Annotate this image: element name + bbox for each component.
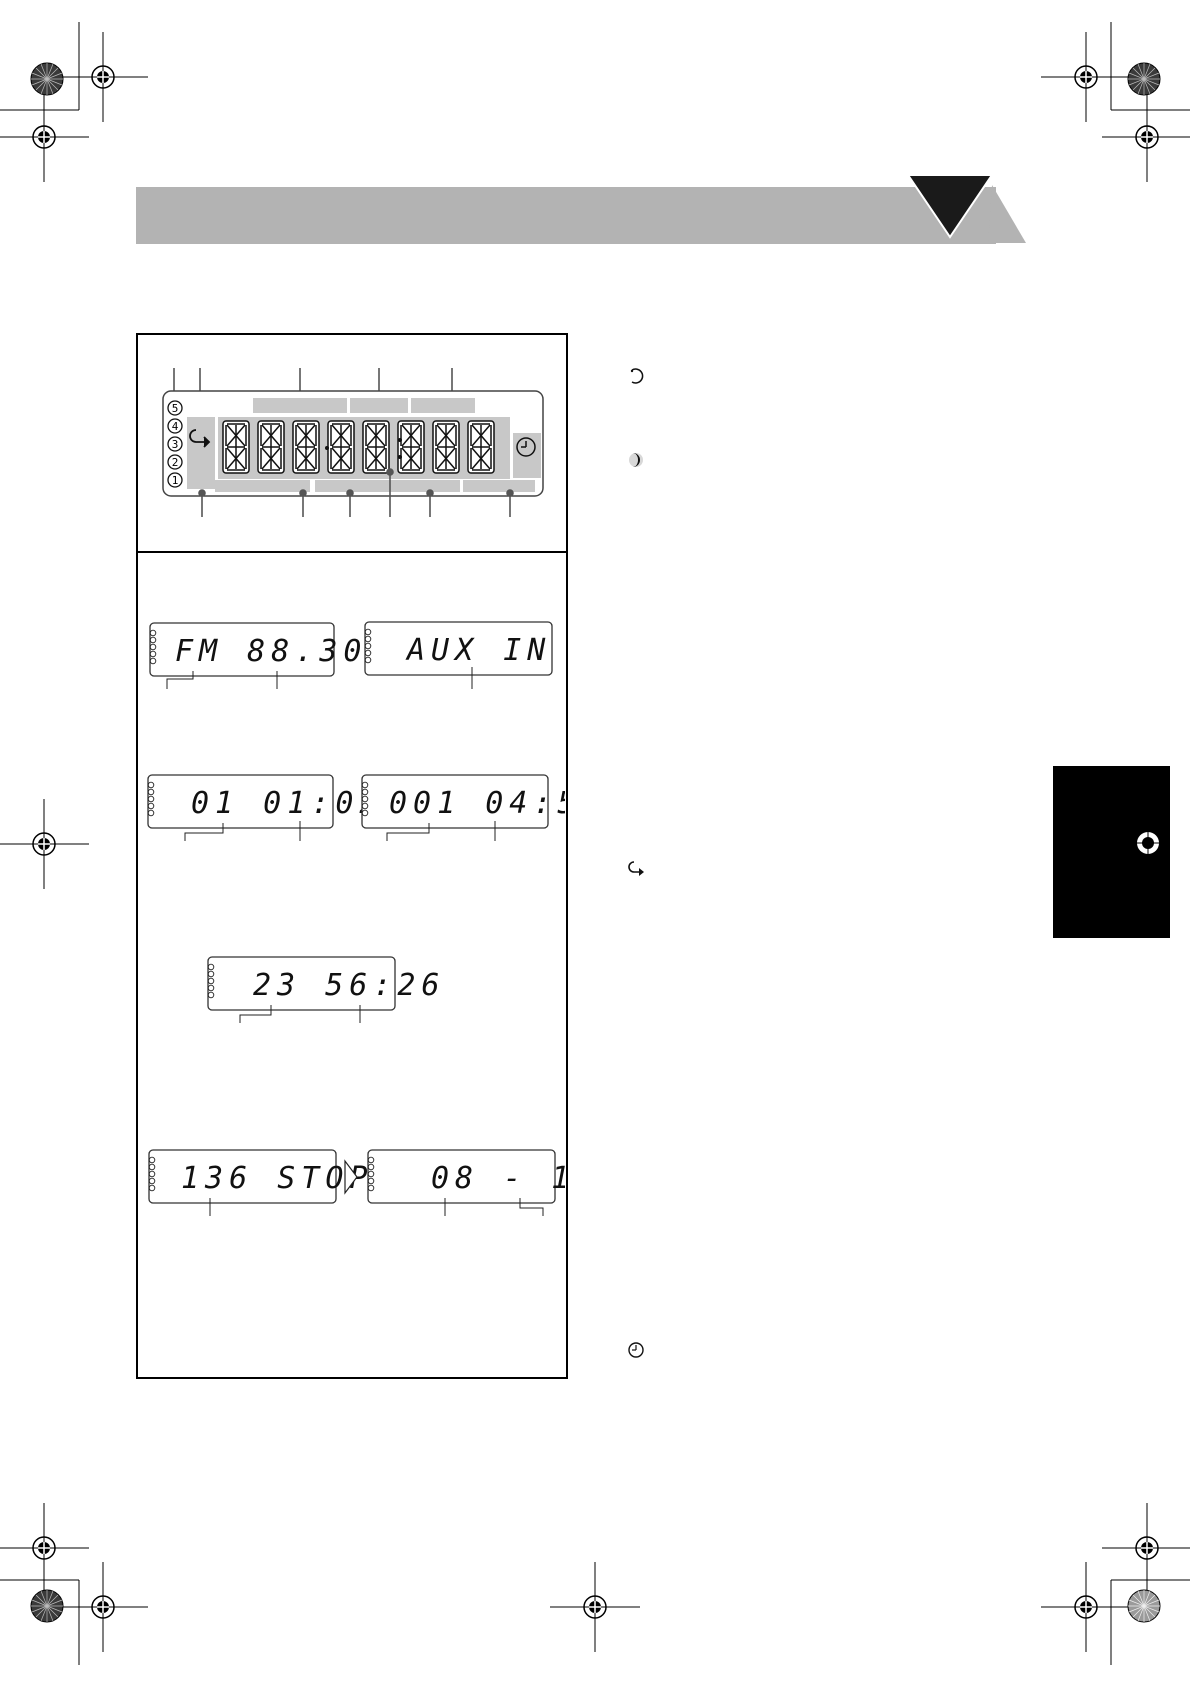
repeat-arrow-icon — [628, 861, 644, 876]
color-bar-mark-icon — [1127, 62, 1161, 96]
example-text: 23 56:26 — [253, 968, 446, 1003]
example-text: 136 STOP — [181, 1161, 374, 1196]
segment-digits — [222, 420, 495, 474]
registration-mark-icon — [1136, 831, 1160, 855]
disc-number: 5 — [172, 402, 179, 415]
header-triangle-icon — [906, 175, 1026, 243]
color-bar-mark-icon — [30, 1589, 64, 1623]
example-program: 08 - 136 — [367, 1149, 565, 1216]
next-arrow-icon — [344, 1159, 358, 1195]
example-fm: FM 88.30 — [149, 622, 368, 689]
example-cd-track: 01 01:02 — [147, 774, 384, 841]
main-display-illustration: 5 4 3 2 1 — [162, 368, 544, 517]
example-text: 08 - 136 — [431, 1161, 565, 1196]
example-stop: 136 STOP — [148, 1149, 374, 1216]
disc-indicator-icons: 5 4 3 2 1 — [167, 400, 183, 488]
disc-number: 3 — [172, 438, 179, 451]
circle-arrow-icon — [630, 368, 644, 384]
display-diagram-frame — [136, 333, 568, 1379]
disc-number: 4 — [172, 420, 179, 433]
clock-icon — [628, 1342, 644, 1358]
example-text: 001 04:57 — [389, 786, 565, 821]
disc-number: 2 — [172, 456, 179, 469]
example-text: FM 88.30 — [175, 634, 368, 669]
section-header-bar — [136, 187, 996, 244]
color-bar-mark-icon — [30, 62, 64, 96]
color-bar-mark-icon — [1127, 1589, 1161, 1623]
example-displays: FM 88.30 AUX IN 01 01:02 001 04:57 23 56… — [147, 621, 565, 1216]
clock-icon — [516, 437, 536, 457]
example-mp3-track: 001 04:57 — [361, 774, 565, 841]
example-text: AUX IN — [405, 633, 551, 668]
repeat-arrow-icon — [189, 429, 211, 448]
example-aux: AUX IN — [364, 621, 553, 689]
frame-divider — [136, 551, 568, 553]
example-text: 01 01:02 — [191, 786, 384, 821]
half-moon-icon — [629, 453, 643, 467]
example-total-time: 23 56:26 — [207, 956, 446, 1023]
disc-number: 1 — [172, 474, 179, 487]
